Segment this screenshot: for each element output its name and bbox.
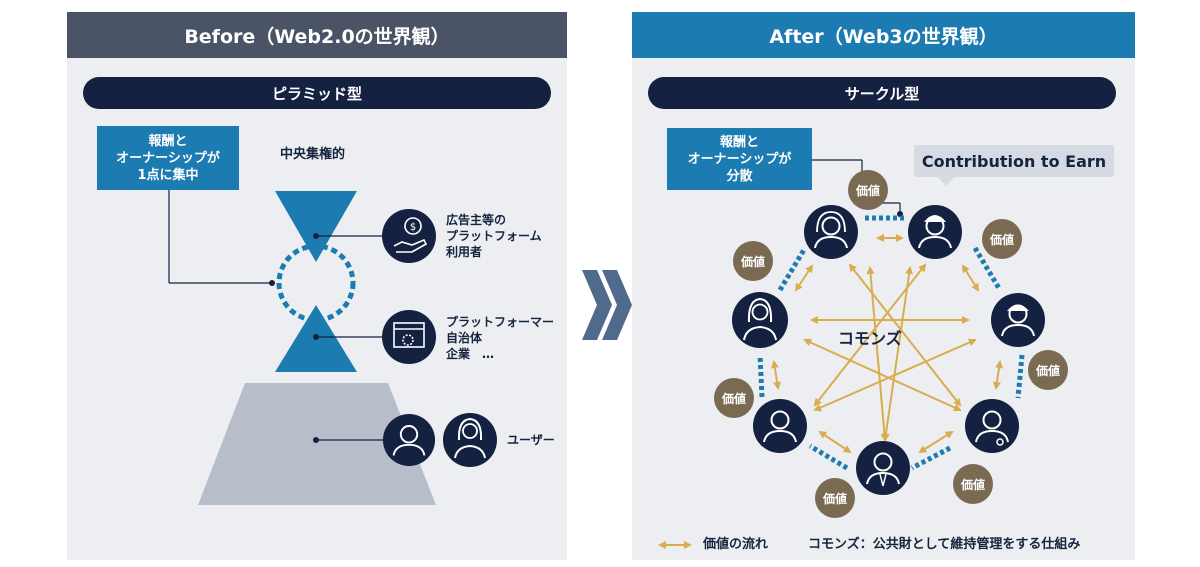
pyramid-base xyxy=(198,383,436,505)
legend-value-flow: 価値の流れ xyxy=(703,537,769,552)
value-chip: 価値 xyxy=(848,170,888,210)
worker-icon xyxy=(907,204,963,260)
value-chip: 価値 xyxy=(982,219,1022,259)
man-icon xyxy=(752,398,808,454)
ring-dashes xyxy=(757,215,1025,471)
centralized-reward-box: 報酬と オーナーシップが 1点に集中 xyxy=(97,126,239,190)
after-header: After（Web3の世界観） xyxy=(632,12,1135,58)
before-header: Before（Web2.0の世界観） xyxy=(67,12,567,58)
value-chip: 価値 xyxy=(953,464,993,504)
transition-chevrons xyxy=(582,270,632,340)
platformer-label: プラットフォーマー 自治体 企業 … xyxy=(446,315,555,361)
woman-user-icon xyxy=(443,413,497,467)
user-label: ユーザー xyxy=(507,433,555,447)
circle-type-pill: サークル型 xyxy=(648,77,1116,109)
distributed-reward-box: 報酬と オーナーシップが 分散 xyxy=(667,128,812,190)
woman-icon xyxy=(732,292,788,348)
bubble-tail xyxy=(938,177,954,186)
cap-man-icon xyxy=(990,292,1046,348)
centralized-label: 中央集権的 xyxy=(280,147,346,162)
pyramid-type-pill: ピラミッド型 xyxy=(83,77,551,109)
suit-man-icon xyxy=(855,440,911,496)
value-chip: 価値 xyxy=(733,241,773,281)
doctor-icon xyxy=(964,398,1020,454)
operator-icon xyxy=(803,204,859,260)
commons-label: コモンズ xyxy=(838,329,902,348)
legend-commons-note: コモンズ：公共財として維持管理をする仕組み xyxy=(808,537,1081,552)
value-flow-arrows xyxy=(770,234,1004,454)
contribution-bubble: Contribution to Earn xyxy=(914,145,1114,177)
dollar-hand-icon: $ xyxy=(382,209,436,263)
top-triangle xyxy=(275,191,357,262)
man-user-icon xyxy=(382,413,436,467)
svg-text:$: $ xyxy=(410,222,416,233)
value-chip: 価値 xyxy=(815,478,855,518)
advertiser-label: 広告主等の プラットフォーム 利用者 xyxy=(446,213,542,259)
value-chip: 価値 xyxy=(714,378,754,418)
commons-arrows xyxy=(803,263,977,442)
gear-window-icon xyxy=(382,310,436,364)
value-chip: 価値 xyxy=(1028,350,1068,390)
